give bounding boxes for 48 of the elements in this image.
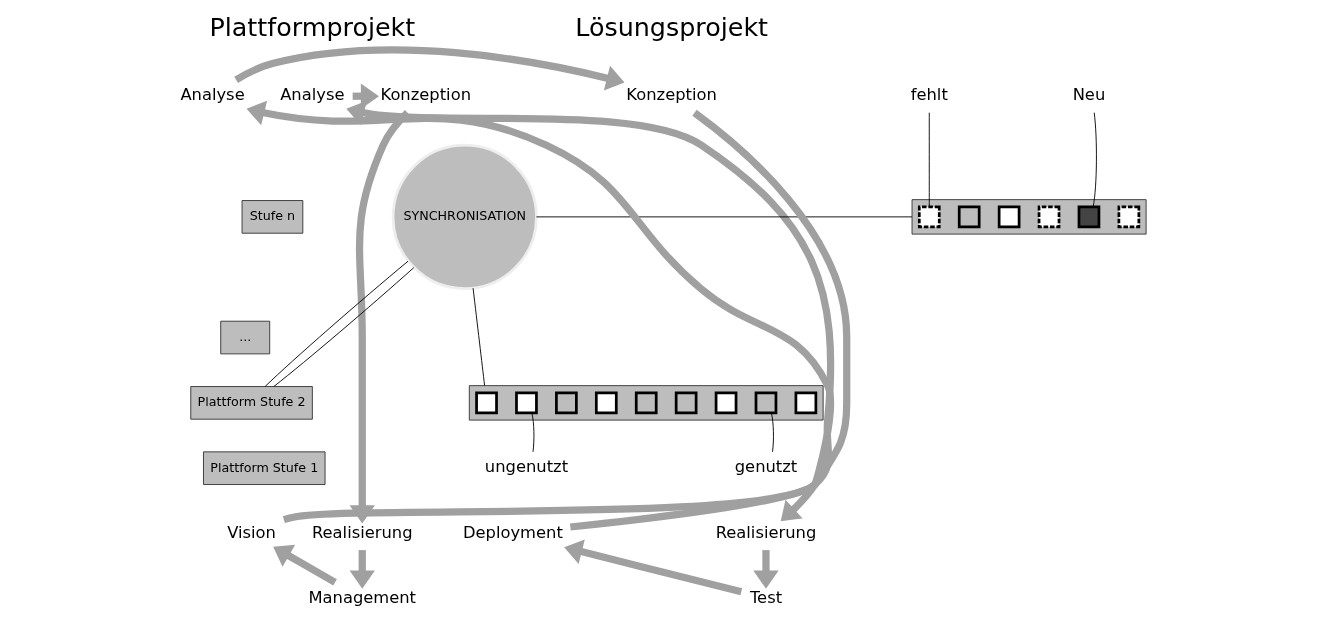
node-box (474, 391, 498, 415)
connector (535, 216, 912, 218)
node-text: Konzeption (380, 85, 471, 105)
node-text: Management (307, 587, 416, 607)
node-text: Analyse (179, 85, 245, 105)
arrow (233, 46, 624, 91)
node-text: Deployment (462, 522, 563, 542)
node-box (754, 391, 777, 415)
node-box (997, 205, 1020, 229)
arrow (691, 109, 850, 522)
node-box (794, 391, 817, 415)
node-box: ... (219, 320, 270, 355)
node-box (554, 391, 578, 415)
node-box: Plattform Stufe 2 (189, 386, 313, 420)
node-text: Realisierung (715, 522, 816, 542)
node-box (714, 391, 737, 415)
node-box (1077, 205, 1100, 229)
cluster (468, 385, 824, 421)
cluster (911, 199, 1147, 235)
node-text: Realisierung (311, 522, 413, 542)
node-box: Stufe n (241, 200, 303, 234)
connector (770, 412, 774, 453)
label: Plattformprojekt (208, 11, 415, 42)
node-text: Test (749, 587, 782, 607)
node-box (514, 391, 538, 415)
node-box (634, 391, 658, 415)
node-box (1117, 205, 1140, 229)
connector (472, 287, 485, 387)
node-box (594, 391, 618, 415)
connector (1092, 112, 1097, 208)
arrow (563, 539, 742, 596)
node-text: Neu (1072, 85, 1105, 105)
node-text: Analyse (279, 85, 344, 105)
node-box (1037, 205, 1060, 229)
node-text: Vision (226, 522, 276, 542)
node-text: Konzeption (625, 85, 717, 105)
node-box (957, 205, 981, 229)
node-box (917, 205, 941, 229)
arrow (272, 544, 337, 586)
node-text: ungenutzt (484, 457, 568, 477)
node-circle: SYNCHRONISATION (391, 143, 538, 290)
node-box: Plattform Stufe 1 (202, 451, 325, 485)
node-text: genutzt (734, 457, 797, 477)
connector (530, 412, 534, 453)
node-text: fehlt (910, 85, 948, 105)
connector (928, 112, 930, 208)
node-box (674, 391, 697, 415)
label: Lösungsprojekt (574, 11, 768, 42)
